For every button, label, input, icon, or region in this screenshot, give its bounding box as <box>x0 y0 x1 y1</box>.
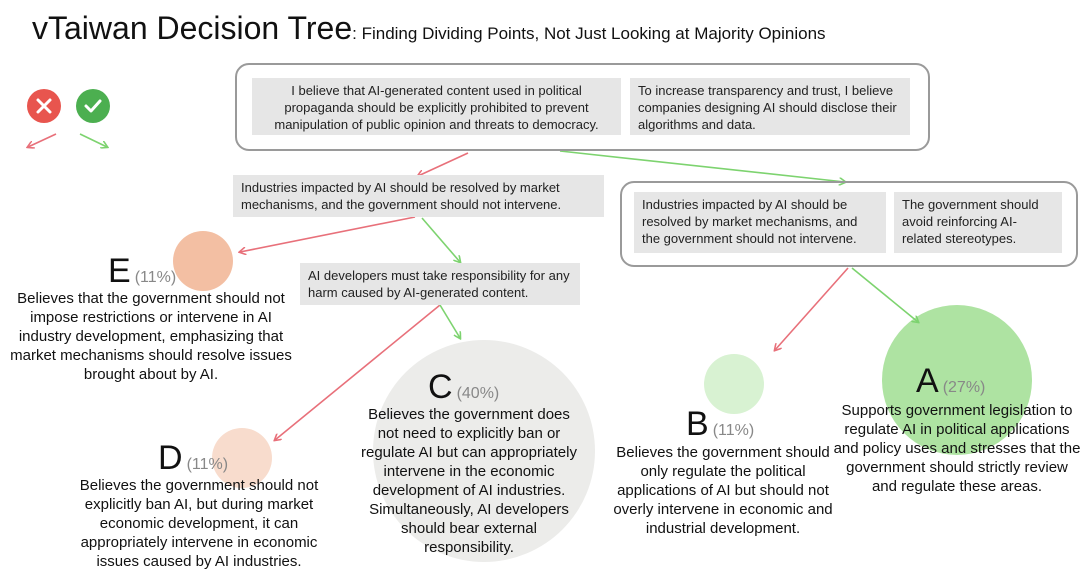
cluster-c-letter: C <box>428 368 453 406</box>
arrow-root-to-right <box>559 150 845 182</box>
arrow-right-to-b <box>775 267 849 350</box>
title-subtitle: : Finding Dividing Points, Not Just Look… <box>352 24 826 43</box>
right-statement-2: The government should avoid reinforcing … <box>894 192 1062 253</box>
cluster-d-label: D(11%) <box>158 439 228 478</box>
root-node-frame <box>235 63 930 151</box>
left-sub-node-statement: AI developers must take responsibility f… <box>300 263 580 305</box>
legend-red-arrow <box>28 133 57 147</box>
legend-green-arrow <box>79 133 107 147</box>
cluster-d-bubble <box>212 428 272 488</box>
cluster-a-description: Supports government legislation to regul… <box>833 402 1081 495</box>
arrow-right-to-a <box>851 267 918 322</box>
left-node-statement: Industries impacted by AI should be reso… <box>233 175 604 217</box>
arrow-left-to-e <box>240 216 416 252</box>
page-title: vTaiwan Decision Tree: Finding Dividing … <box>32 10 826 47</box>
arrow-sub-to-c <box>439 304 460 338</box>
cluster-b-bubble <box>704 354 764 414</box>
x-icon <box>27 89 61 123</box>
title-main: vTaiwan Decision Tree <box>32 10 353 46</box>
cluster-d-letter: D <box>158 439 183 477</box>
cluster-b-description: Believes the government should only regu… <box>613 444 833 537</box>
arrow-sub-to-d <box>275 304 441 440</box>
cluster-c-description: Believes the government does not need to… <box>361 406 577 556</box>
cluster-d-description: Believes the government should not expli… <box>79 477 319 569</box>
right-node-frame <box>620 181 1078 267</box>
cluster-a-bubble <box>882 305 1032 455</box>
cluster-a-letter: A <box>916 362 939 400</box>
check-icon <box>76 89 110 123</box>
cluster-e-label: E(11%) <box>108 252 176 291</box>
cluster-c-percent: (40%) <box>456 385 500 402</box>
cluster-e-letter: E <box>108 252 131 290</box>
cluster-b-label: B(11%) <box>686 405 754 444</box>
arrow-left-to-sub <box>421 217 460 262</box>
cluster-a-label: A(27%) <box>916 362 985 401</box>
root-statement-2: To increase transparency and trust, I be… <box>630 78 910 135</box>
cluster-b-percent: (11%) <box>712 422 755 439</box>
cluster-a-percent: (27%) <box>942 379 986 396</box>
cluster-b-letter: B <box>686 405 709 443</box>
arrow-root-to-left <box>418 152 469 176</box>
right-statement-1: Industries impacted by AI should be reso… <box>634 192 886 253</box>
cluster-e-percent: (11%) <box>134 269 177 286</box>
cluster-d-percent: (11%) <box>186 456 229 473</box>
root-statement-1: I believe that AI-generated content used… <box>252 78 621 135</box>
cluster-c-label: C(40%) <box>428 368 499 407</box>
cluster-c-bubble <box>373 340 595 562</box>
cluster-e-description: Believes that the government should not … <box>10 290 292 383</box>
cluster-e-bubble <box>173 231 233 291</box>
